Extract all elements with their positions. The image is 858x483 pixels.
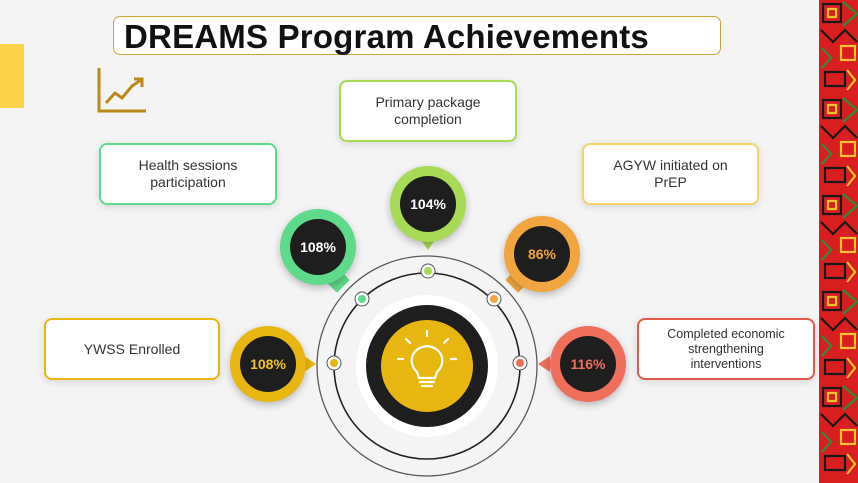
economic-pointer	[538, 356, 550, 372]
card-health: Health sessions participation	[99, 143, 277, 205]
economic-bubble: 116%	[550, 326, 626, 402]
prep-label: AGYW initiated on PrEP	[613, 157, 728, 190]
card-ywss: YWSS Enrolled	[44, 318, 220, 380]
ywss-bubble: 108%	[230, 326, 306, 402]
primary-value: 104%	[400, 176, 456, 232]
primary-label: Primary package completion	[375, 94, 481, 127]
health-value: 108%	[290, 219, 346, 275]
economic-value: 116%	[560, 336, 616, 392]
card-primary: Primary package completion	[339, 80, 517, 142]
ywss-value: 108%	[240, 336, 296, 392]
accent-bar	[0, 44, 24, 108]
health-bubble: 108%	[280, 209, 356, 285]
health-label: Health sessions participation	[138, 157, 238, 190]
prep-value: 86%	[514, 226, 570, 282]
primary-bubble: 104%	[390, 166, 466, 242]
ywss-label: YWSS Enrolled	[83, 340, 181, 357]
ywss-pointer	[304, 356, 316, 372]
decorative-border-pattern	[819, 0, 858, 483]
card-economic: Completed economic strengthening interve…	[637, 318, 815, 380]
title-box: DREAMS Program Achievements	[113, 16, 721, 55]
prep-bubble: 86%	[504, 216, 580, 292]
card-prep: AGYW initiated on PrEP	[582, 143, 759, 205]
line-chart-icon	[97, 68, 146, 113]
page-title: DREAMS Program Achievements	[124, 18, 649, 55]
economic-label: Completed economic strengthening interve…	[667, 326, 785, 371]
